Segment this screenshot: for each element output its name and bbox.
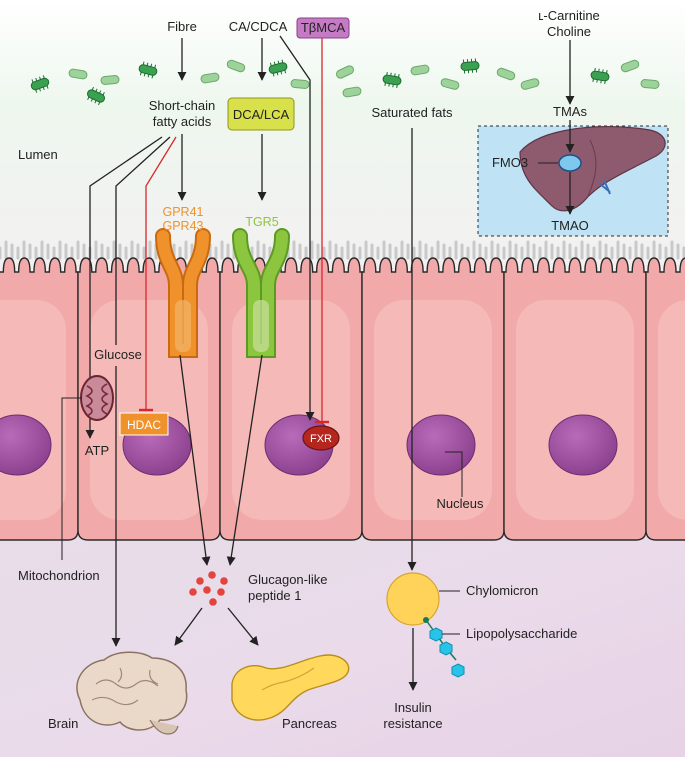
hdac-box [119,412,169,436]
chylomicron-icon [386,572,440,626]
scfa-glucose-line [115,136,171,345]
bacterium-icon [200,72,220,84]
lipopolysaccharide-icon [423,617,465,678]
scfa-hdac-inhibit-line [145,136,177,410]
brain-icon [76,651,188,735]
scfa-label-line2: fatty acids [153,114,212,129]
epithelial-cell [219,257,363,541]
gpr-receptor [155,228,211,358]
dca-lca-box [227,97,295,131]
insulin-label-line2: resistance [383,716,442,731]
saturated-fats-label: Saturated fats [372,105,453,120]
bacterium-icon [620,59,640,73]
liver-vessel-icon [599,179,611,195]
bacterium-icon [226,59,246,73]
gpr41-label: GPR41 [163,205,204,219]
fmo3-label: FMO3 [492,155,528,170]
pancreas-icon [231,654,350,721]
dca-lca-label: DCA/LCA [233,107,290,122]
bacterium-icon [440,78,460,90]
hdac-label: HDAC [127,418,161,432]
glp1-particles [189,571,228,606]
epithelial-cell [361,257,505,541]
bacterium-icon [335,65,355,79]
glucose-label: Glucose [94,347,142,362]
gpr-glp1-arrow [179,354,211,566]
pancreas-label: Pancreas [282,716,337,731]
bacterium-icon [496,67,516,81]
chylomicron-label: Chylomicron [466,583,538,598]
epithelial-cell [0,257,79,541]
choline-label: Choline [547,24,591,39]
scfa-label-line1: Short-chain [149,98,215,113]
nucleus-icon [406,414,476,476]
lumen-label: Lumen [18,147,58,162]
scfa-atp-arrow [85,136,163,439]
bacterium-icon [138,61,158,79]
glp1-brain-arrow [174,607,203,646]
tmao-label: TMAO [551,218,589,233]
glp1-pancreas-arrow [227,607,259,646]
bacterium-icon [30,75,50,93]
fxr-icon [302,425,340,451]
bacterium-icon [590,67,610,85]
mitochondrion-label: Mitochondrion [18,568,100,583]
tbmca-label: TβMCA [301,20,346,35]
microvilli-brush-border [0,240,685,260]
bacterium-icon [640,79,660,89]
nucleus-icon [548,414,618,476]
tmas-label: TMAs [553,104,587,119]
bacterium-icon [86,86,106,106]
mitochondrion-icon [80,375,114,421]
ca-cdca-fxr-arrow [279,35,315,421]
mitochondrion-pointer [61,397,82,560]
epithelial-cell [645,257,685,541]
bacterium-icon [68,68,88,80]
fibre-label: Fibre [167,19,197,34]
tgr5-glp1-arrow [226,354,263,566]
insulin-label-line1: Insulin [394,700,432,715]
bacterium-icon [290,79,310,89]
bacterium-icon [460,58,480,74]
lps-label: Lipopolysaccharide [466,626,577,641]
tgr5-label: TGR5 [245,215,278,229]
atp-label: ATP [85,443,109,458]
bacterium-icon [520,78,540,90]
bacterium-icon [100,75,120,85]
carnitine-label: ʟ-Carnitine [538,8,600,23]
bacterium-icon [268,59,288,77]
gpr43-label: GPR43 [163,219,204,233]
fmo3-enzyme-icon [558,154,582,172]
ca-cdca-label: CA/CDCA [229,19,288,34]
glp1-label-line1: Glucagon-like [248,572,328,587]
tgr5-receptor [232,228,290,358]
fxr-label: FXR [310,433,332,445]
nucleus-icon [0,414,52,476]
nucleus-label: Nucleus [437,496,484,511]
nucleus-pointer [445,451,463,497]
bacterium-icon [382,71,402,89]
gut-bacteria [30,58,660,106]
brain-label: Brain [48,716,78,731]
liver-lobe-line [587,139,597,197]
epithelial-cell [503,257,647,541]
liver-icon [519,126,666,212]
tbmca-box [296,17,350,39]
glp1-label-line2: peptide 1 [248,588,302,603]
